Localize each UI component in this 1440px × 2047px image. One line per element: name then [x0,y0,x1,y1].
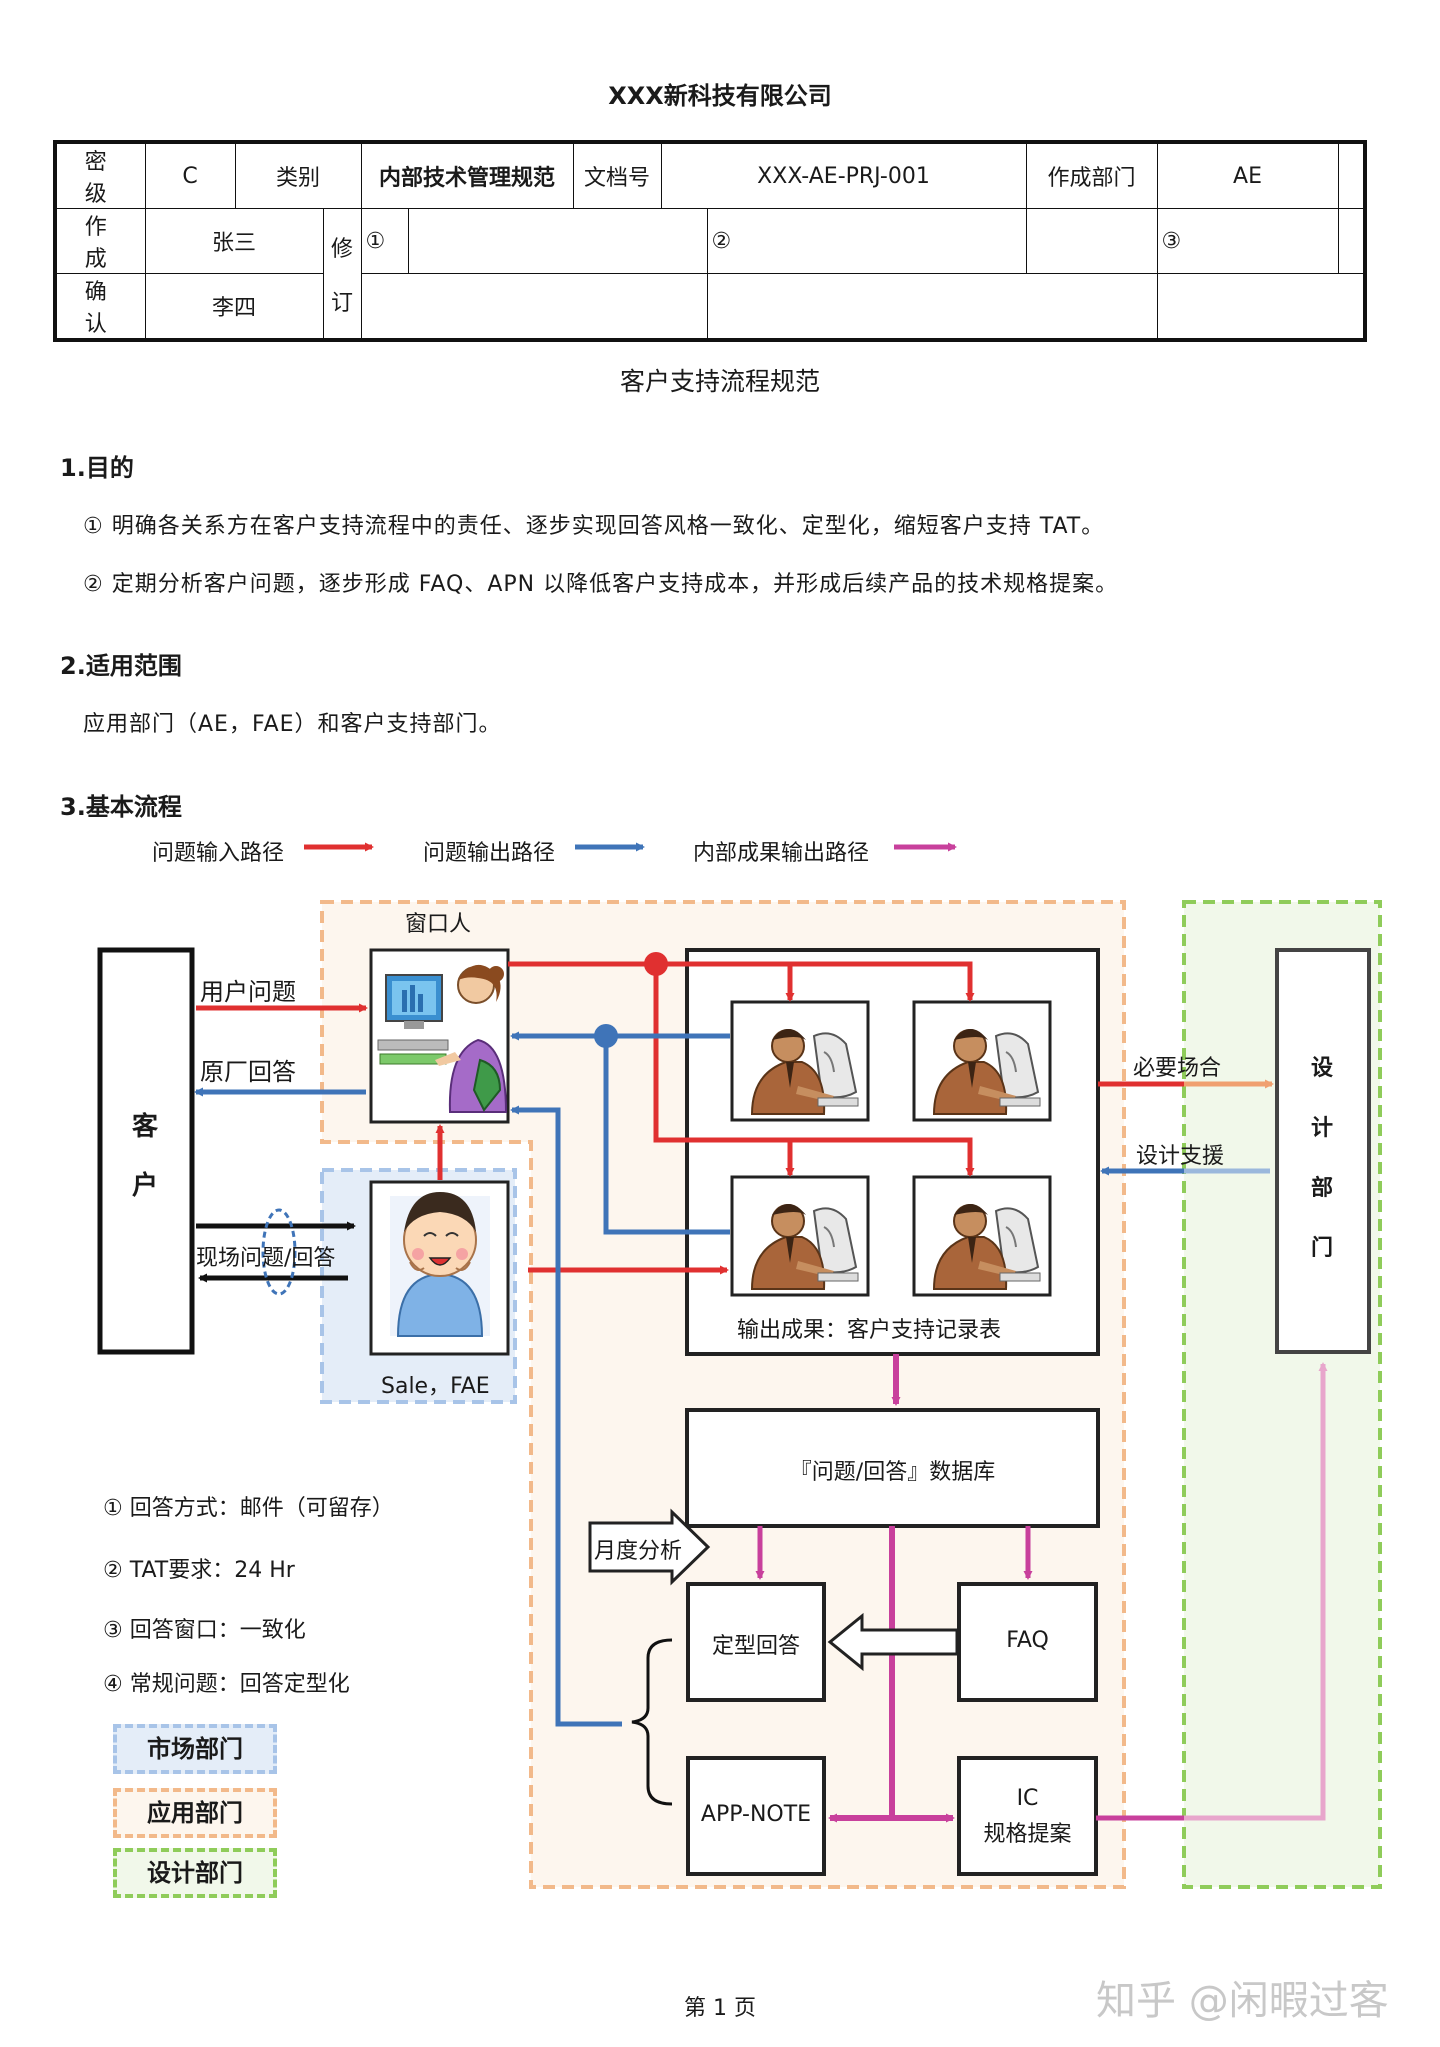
revision-label-1: 修 [330,236,353,262]
onsite-qa-label: 现场问题/回答 [196,1246,336,1271]
design-dept-label-2: 计 [1311,1116,1334,1141]
brace [631,1638,673,1806]
revision-2-marker: ② [706,208,1027,274]
design-dept-label-1: 设 [1311,1056,1334,1081]
note-3: ③ 回答窗口：一致化 [103,1618,306,1643]
faq-label: FAQ [1006,1628,1049,1653]
revision-2-blank [706,273,1158,341]
fixed-answer-to-window-arrow [510,1105,622,1727]
section-purpose-title: 1.目的 [60,454,134,482]
author-value: 张三 [144,208,324,274]
window-person-illustration [377,964,508,1113]
note-4: ④ 常规问题：回答定型化 [103,1672,350,1697]
document-title: 客户支持流程规范 [619,367,820,396]
dept-label: 作成部门 [1025,141,1158,209]
design-dept-box [1275,948,1371,1354]
fixed-answer-label: 定型回答 [711,1634,800,1659]
ic-to-design-arrow [1184,1362,1328,1821]
output-result-label: 输出成果：客户支持记录表 [737,1318,1002,1343]
input-junction-dot [644,952,668,976]
purpose-item-2: ② 定期分析客户问题，逐步形成 FAQ、APN 以降低客户支持成本，并形成后续产… [83,572,1119,597]
engineer-illustration-3 [730,1175,870,1297]
author-label: 作 成 [54,208,146,274]
scope-text: 应用部门（AE，FAE）和客户支持部门。 [83,712,502,737]
revision-1-marker: ① [360,208,409,274]
faq-box [957,1582,1098,1702]
engineer-illustration-2 [912,1000,1052,1122]
factory-answer-label: 原厂回答 [200,1058,296,1086]
user-question-label: 用户问题 [200,978,296,1006]
page-number: 第 1 页 [684,1996,756,2021]
database-box [685,1408,1100,1528]
customer-box [97,947,195,1355]
revision-2-value [1025,208,1158,274]
revision-3-marker: ③ [1156,208,1339,274]
legend-input-label: 问题输入路径 [152,841,285,866]
ic-label-line2: 规格提案 [983,1822,1072,1847]
revision-1-value [407,208,708,274]
onsite-ellipse [261,1208,297,1296]
section-flow-title: 3.基本流程 [60,793,182,821]
engineer-3-return-line [603,1036,730,1235]
design-support-label: 设计支援 [1136,1144,1225,1169]
app-note-box [686,1756,826,1876]
monthly-analysis-shape [588,1508,711,1586]
customer-label-2: 户 [132,1171,159,1201]
dept-value: AE [1156,141,1339,209]
confirm-value: 李四 [144,273,324,341]
purpose-item-1: ① 明确各关系方在客户支持流程中的责任、逐步实现回答风格一致化、定型化，缩短客户… [83,514,1105,539]
revision-3-value [1337,208,1366,274]
category-label: 类别 [234,141,362,209]
section-scope-title: 2.适用范围 [60,652,182,680]
output-junction-dot [594,1024,618,1048]
watermark: 知乎 @闲暇过客 [1096,1978,1389,2024]
revision-3-blank [1156,273,1366,341]
revision-label-2: 订 [330,290,353,316]
legend-output-label: 问题输出路径 [423,841,556,866]
sale-fae-illustration [390,1192,490,1337]
ic-label-line1: IC [1016,1786,1039,1811]
faq-to-fixed-answer-arrow [827,1612,959,1672]
company-name: XXX新科技有限公司 [608,82,832,110]
note-1: ① 回答方式：邮件（可留存） [103,1496,394,1521]
sale-fae-label: Sale，FAE [381,1374,490,1399]
design-dept-label-3: 部 [1311,1176,1334,1201]
necessary-occasion-label: 必要场合 [1133,1056,1222,1081]
engineer-illustration-4 [912,1175,1052,1297]
window-person-label: 窗口人 [405,912,472,937]
customer-label-1: 客 [132,1112,159,1142]
design-dept-label-4: 门 [1311,1236,1334,1261]
note-2: ② TAT要求：24 Hr [103,1558,295,1583]
confirm-label: 确 认 [54,273,146,341]
revision-1-blank [360,273,708,341]
tag-market-dept: 市场部门 [113,1724,277,1774]
document-meta-table: 密 级 C 类别 内部技术管理规范 文档号 XXX-AE-PRJ-001 作成部… [53,140,1367,342]
database-label: 『问题/回答』数据库 [789,1460,996,1485]
tag-application-dept: 应用部门 [113,1788,277,1838]
revision-label: 修 订 [322,208,362,341]
ic-proposal-box [957,1756,1098,1876]
legend-internal-label: 内部成果输出路径 [693,841,870,866]
fixed-answer-box [686,1582,826,1702]
engineer-illustration-1 [730,1000,870,1122]
input-to-engineer-4 [653,964,975,1177]
monthly-analysis-label: 月度分析 [594,1539,683,1564]
app-note-label: APP-NOTE [700,1802,812,1827]
tag-design-dept: 设计部门 [113,1848,277,1898]
